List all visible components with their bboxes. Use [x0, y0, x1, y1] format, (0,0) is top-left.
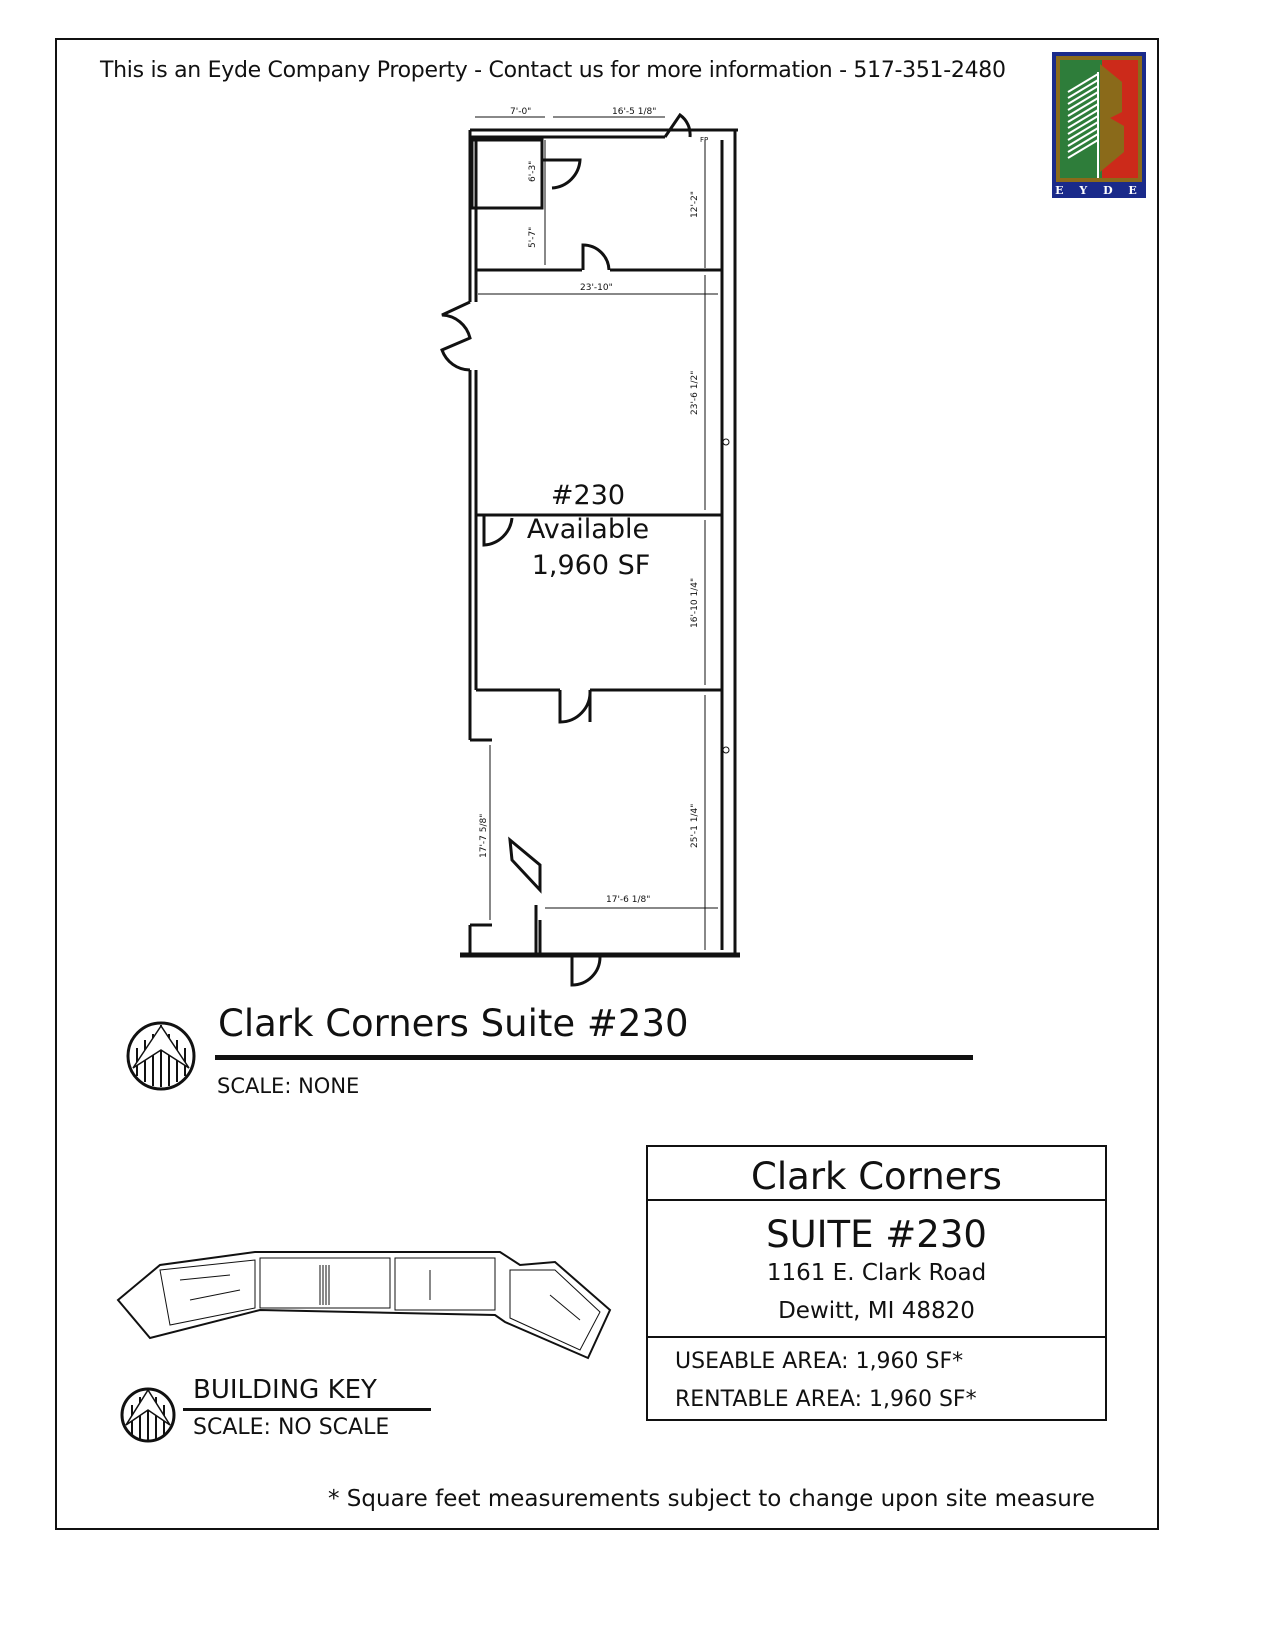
key-divider: [183, 1408, 431, 1411]
building-key-scale: SCALE: NO SCALE: [193, 1415, 390, 1440]
north-arrow-icon: [120, 1387, 176, 1443]
useable-area: USEABLE AREA: 1,960 SF*: [675, 1349, 964, 1374]
dim-front-room: 12'-2": [690, 191, 700, 218]
suite-area: 1,960 SF: [532, 550, 651, 581]
north-arrow-icon: [126, 1021, 196, 1091]
address-line-2: Dewitt, MI 48820: [778, 1298, 975, 1324]
plan-title: Clark Corners Suite #230: [218, 1002, 689, 1045]
building-key-title: BUILDING KEY: [193, 1375, 377, 1405]
property-info-box: Clark Corners SUITE #230 1161 E. Clark R…: [646, 1145, 1107, 1421]
divider: [648, 1199, 1105, 1201]
property-name: Clark Corners: [751, 1155, 1002, 1198]
dim-rear-width: 17'-6 1/8": [606, 895, 650, 905]
suite-title: SUITE #230: [766, 1213, 987, 1256]
dim-rear-room: 25'-1 1/4": [690, 804, 700, 848]
eyde-logo: E Y D E: [1052, 52, 1146, 198]
dim-fp: FP: [700, 136, 708, 144]
dim-restroom: 6'-3": [528, 161, 538, 182]
dim-top-left: 7'-0": [510, 107, 531, 117]
address-line-1: 1161 E. Clark Road: [766, 1260, 987, 1286]
contact-header: This is an Eyde Company Property - Conta…: [100, 58, 1006, 83]
title-divider: [215, 1055, 973, 1060]
dim-width: 23'-10": [580, 283, 613, 293]
dim-closet: 5'-7": [528, 227, 538, 248]
divider: [648, 1336, 1105, 1338]
footnote: * Square feet measurements subject to ch…: [328, 1486, 1095, 1512]
svg-text:E Y D E: E Y D E: [1055, 184, 1143, 197]
dim-main-room: 23'-6 1/2": [690, 371, 700, 415]
dim-top-right: 16'-5 1/8": [612, 107, 656, 117]
rentable-area: RENTABLE AREA: 1,960 SF*: [675, 1387, 977, 1412]
dim-middle-room: 16'-10 1/4": [690, 578, 700, 628]
plan-scale: SCALE: NONE: [217, 1074, 360, 1098]
suite-status: Available: [527, 514, 649, 545]
building-key-map: [116, 1251, 612, 1360]
suite-number: #230: [551, 480, 625, 511]
page-border: [55, 38, 1159, 1530]
dim-rear-left: 17'-7 5/8": [479, 814, 489, 858]
floor-plan: 7'-0" 16'-5 1/8" FP 6'-3" 5'-7" 12'-2" 2…: [440, 107, 740, 987]
